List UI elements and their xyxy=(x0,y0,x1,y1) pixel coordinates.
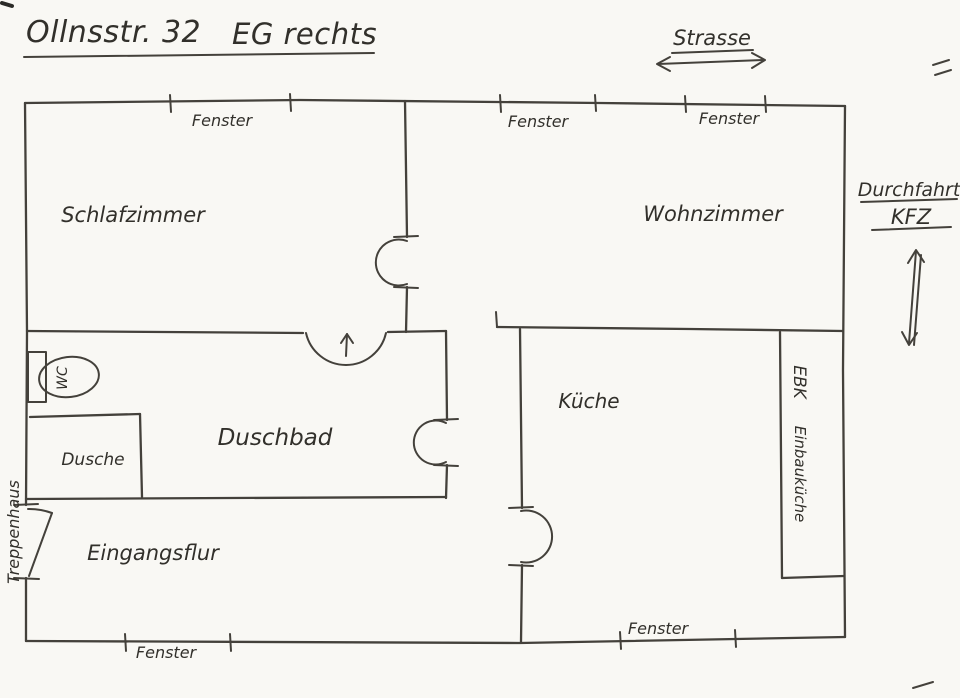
room-label-wc: WC xyxy=(55,366,71,390)
wall-duschbad-right-lower xyxy=(444,463,449,500)
door-jamb xyxy=(13,503,39,506)
window-tick xyxy=(289,93,292,112)
strasse-direction-arrow xyxy=(656,52,766,72)
door-jamb xyxy=(393,286,419,289)
wall-bottom xyxy=(24,635,847,645)
door-swing-arc xyxy=(305,332,387,366)
labels: Ollnsstr. 32 EG rechts Strasse Durchfahr… xyxy=(4,15,960,662)
arrow-head-top xyxy=(907,249,925,264)
durchfahrt-underline xyxy=(860,198,958,203)
wall-dusche-right xyxy=(138,412,144,499)
door-jamb xyxy=(13,577,40,580)
arrow-line xyxy=(657,59,765,65)
scan-artifacts xyxy=(0,1,14,8)
door-leaf xyxy=(345,333,348,357)
door-jamb xyxy=(508,564,534,567)
window-label-top-right: Fenster xyxy=(699,109,761,128)
annotation-graphics xyxy=(23,49,958,689)
room-label-kueche: Küche xyxy=(558,389,619,413)
stray-mark xyxy=(912,681,934,689)
wall-ebk-left xyxy=(778,330,784,580)
room-label-wohnzimmer: Wohnzimmer xyxy=(643,202,784,226)
arrow-head-left xyxy=(656,56,671,72)
stray-mark xyxy=(934,69,952,76)
door-swing-arc xyxy=(412,419,447,466)
label-kfz: KFZ xyxy=(891,205,932,229)
wc-fixture xyxy=(27,351,100,403)
window-tick xyxy=(684,95,687,113)
wc-bowl xyxy=(38,355,100,399)
arrow-line xyxy=(913,254,922,346)
door-entrance xyxy=(13,503,53,580)
room-label-ebk: EBK xyxy=(789,365,809,400)
door-jamb xyxy=(393,235,419,238)
door-jamb xyxy=(508,506,534,509)
window-tick xyxy=(594,94,597,112)
arrow-line xyxy=(908,250,917,344)
room-label-schlafzimmer: Schlafzimmer xyxy=(61,203,206,227)
window-marks xyxy=(124,93,767,652)
window-tick xyxy=(499,94,502,113)
wall-schlafzimmer-upper xyxy=(403,99,409,239)
walls xyxy=(23,98,847,645)
durchfahrt-direction-arrow xyxy=(901,249,925,346)
wall-mid-left-a xyxy=(25,329,305,335)
window-label-bottom-left: Fenster xyxy=(136,643,198,662)
window-tick xyxy=(764,95,767,113)
plan-title-floor: EG rechts xyxy=(232,17,377,51)
wall-mid-right xyxy=(495,325,845,333)
label-strasse: Strasse xyxy=(673,26,751,50)
wall-mid-right-tick xyxy=(495,311,498,328)
label-treppenhaus: Treppenhaus xyxy=(4,480,23,584)
wall-top xyxy=(23,98,847,108)
title-underline xyxy=(23,52,375,58)
label-durchfahrt: Durchfahrt xyxy=(858,179,960,201)
door-swing-arc xyxy=(27,507,53,514)
arrow-head-bottom xyxy=(901,331,918,346)
wall-left-upper xyxy=(23,101,29,507)
door-schlafzimmer xyxy=(374,235,419,289)
stray-mark xyxy=(932,59,950,66)
wc-cistern xyxy=(27,351,47,403)
wall-ebk-bottom xyxy=(780,574,846,580)
door-kueche xyxy=(508,506,554,567)
wall-mid-left-b xyxy=(386,329,448,334)
window-tick xyxy=(734,629,737,648)
wall-duschbad-right-upper xyxy=(444,329,449,422)
window-label-top-middle: Fenster xyxy=(508,112,570,131)
room-label-einbaukueche: Einbauküche xyxy=(791,426,809,523)
wall-kueche-upper xyxy=(518,327,524,510)
window-tick xyxy=(229,633,232,652)
window-tick xyxy=(124,633,127,652)
wall-duschbad-bottom xyxy=(24,495,448,501)
scan-edge-mark xyxy=(0,1,14,8)
room-label-dusche: Dusche xyxy=(61,450,124,470)
room-label-duschbad: Duschbad xyxy=(218,425,333,451)
plan-title-street: Ollnsstr. 32 xyxy=(26,15,201,50)
door-leaf xyxy=(28,512,53,577)
window-tick xyxy=(169,94,172,113)
kfz-underline xyxy=(871,226,952,231)
doors xyxy=(13,235,554,580)
door-leaf-arrow xyxy=(340,333,354,344)
door-duschbad-right xyxy=(412,418,459,467)
window-label-bottom-right: Fenster xyxy=(628,619,690,638)
arrow-head-right xyxy=(751,52,766,69)
door-swing-arc xyxy=(374,238,408,287)
door-swing-arc xyxy=(520,509,554,564)
window-tick xyxy=(619,631,622,650)
window-label-top-left: Fenster xyxy=(192,111,254,130)
wall-dusche-top xyxy=(28,412,142,419)
room-label-eingangsflur: Eingangsflur xyxy=(87,541,220,565)
wall-kueche-lower xyxy=(519,563,524,644)
door-duschbad-top xyxy=(305,332,387,366)
wall-schlafzimmer-lower xyxy=(404,285,409,334)
wall-right xyxy=(841,104,847,639)
strasse-underline xyxy=(671,49,754,54)
